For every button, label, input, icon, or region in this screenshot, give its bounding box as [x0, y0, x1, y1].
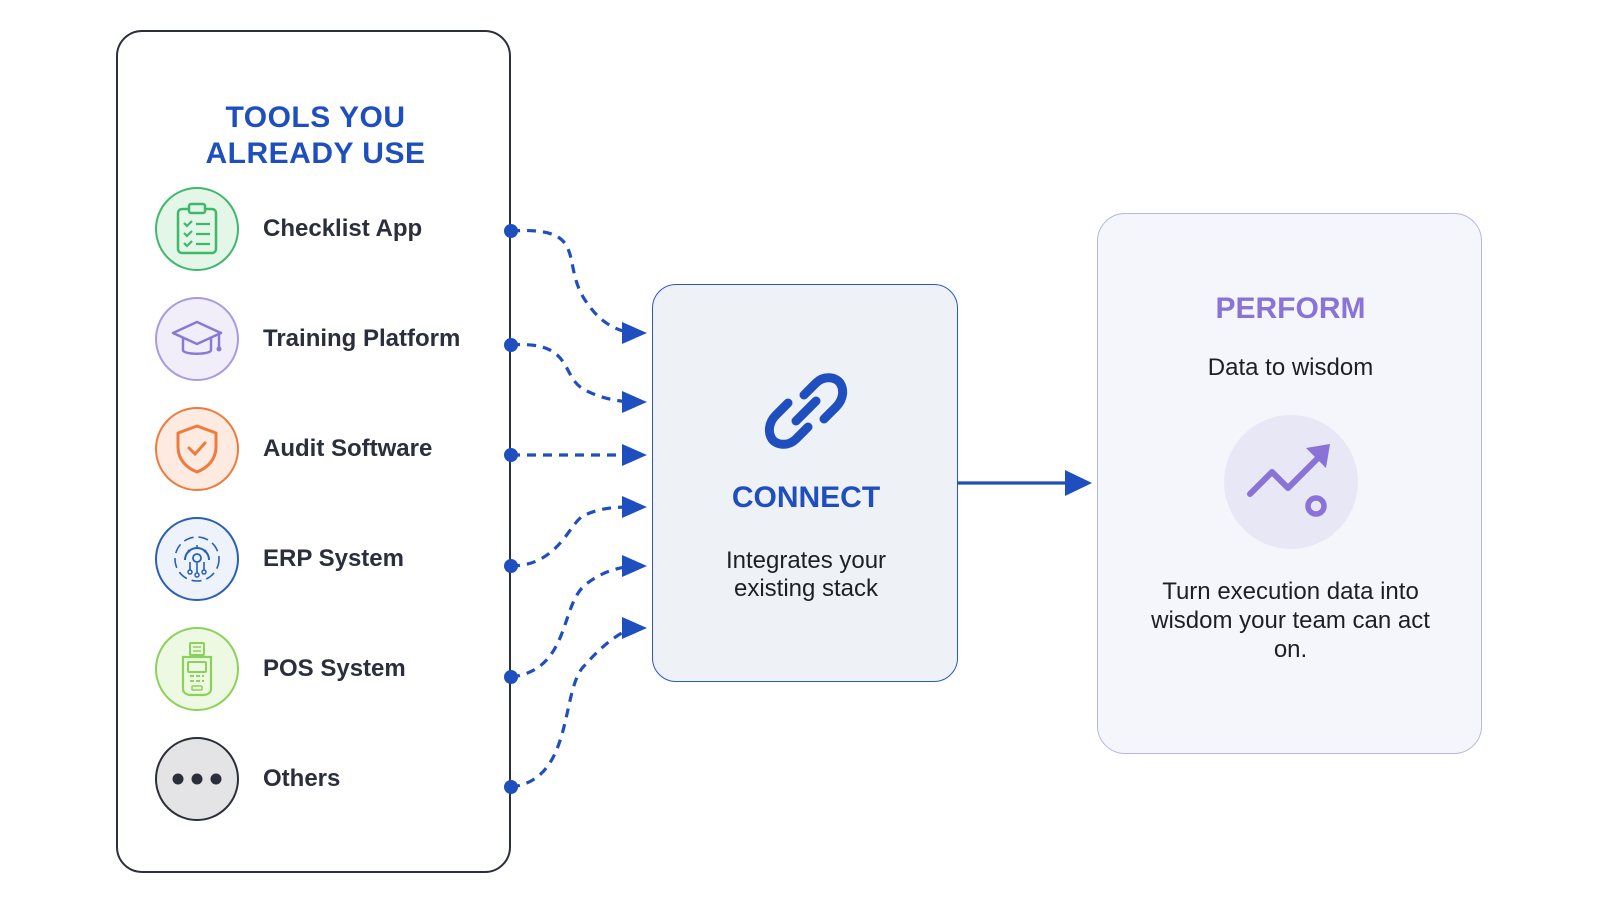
- link-chain-icon: [764, 369, 848, 458]
- connector-pos: [510, 564, 633, 679]
- tool-item-training-platform[interactable]: Training Platform: [155, 297, 485, 385]
- connector-others: [510, 626, 633, 789]
- perform-box: PERFORM Data to wisdom Turn execution da…: [1097, 213, 1482, 754]
- arrowhead: [622, 444, 647, 466]
- tool-item-erp-system[interactable]: ERP System: [155, 517, 485, 605]
- connector-training: [510, 343, 633, 404]
- more-dots-icon: [155, 737, 239, 821]
- tool-item-pos-system[interactable]: POS System: [155, 627, 485, 715]
- tool-label: Checklist App: [263, 215, 423, 242]
- connector-dot: [504, 559, 518, 573]
- tool-label: ERP System: [263, 545, 404, 572]
- connect-title: CONNECT: [731, 481, 881, 514]
- tool-label: POS System: [263, 655, 406, 682]
- tool-label: Training Platform: [263, 325, 461, 352]
- connector-dot: [504, 448, 518, 462]
- connector-dot: [504, 224, 518, 238]
- connector-checklist: [510, 228, 633, 335]
- graduation-cap-icon: [155, 297, 239, 381]
- connect-subtitle: Integrates your existing stack: [725, 547, 887, 602]
- tools-panel-title: TOOLS YOU ALREADY USE: [118, 100, 513, 172]
- arrowhead: [622, 391, 647, 413]
- arrowhead: [622, 496, 647, 518]
- tool-item-others[interactable]: Others: [155, 737, 485, 825]
- tools-title-line1: TOOLS YOU: [225, 101, 406, 134]
- gear-network-icon: [155, 517, 239, 601]
- connector-dot: [504, 338, 518, 352]
- trend-up-icon: [1224, 415, 1358, 549]
- perform-subtitle: Data to wisdom: [1207, 354, 1374, 381]
- connector-erp: [510, 505, 633, 568]
- tool-label: Others: [263, 765, 341, 792]
- connect-box: CONNECT Integrates your existing stack: [652, 284, 958, 682]
- tools-panel: TOOLS YOU ALREADY USE Checklist App Trai…: [116, 30, 511, 873]
- tool-label: Audit Software: [263, 435, 433, 462]
- tool-item-checklist-app[interactable]: Checklist App: [155, 187, 485, 275]
- perform-title: PERFORM: [1215, 292, 1366, 325]
- shield-check-icon: [155, 407, 239, 491]
- connector-dot: [504, 780, 518, 794]
- arrowhead: [1065, 470, 1092, 496]
- tools-title-line2: ALREADY USE: [205, 137, 426, 170]
- pos-terminal-icon: [155, 627, 239, 711]
- arrowhead: [622, 617, 647, 639]
- tool-item-audit-software[interactable]: Audit Software: [155, 407, 485, 495]
- connector-dot: [504, 670, 518, 684]
- arrowhead: [622, 555, 647, 577]
- arrowhead: [622, 322, 647, 344]
- perform-description: Turn execution data into wisdom your tea…: [1151, 578, 1430, 663]
- clipboard-checklist-icon: [155, 187, 239, 271]
